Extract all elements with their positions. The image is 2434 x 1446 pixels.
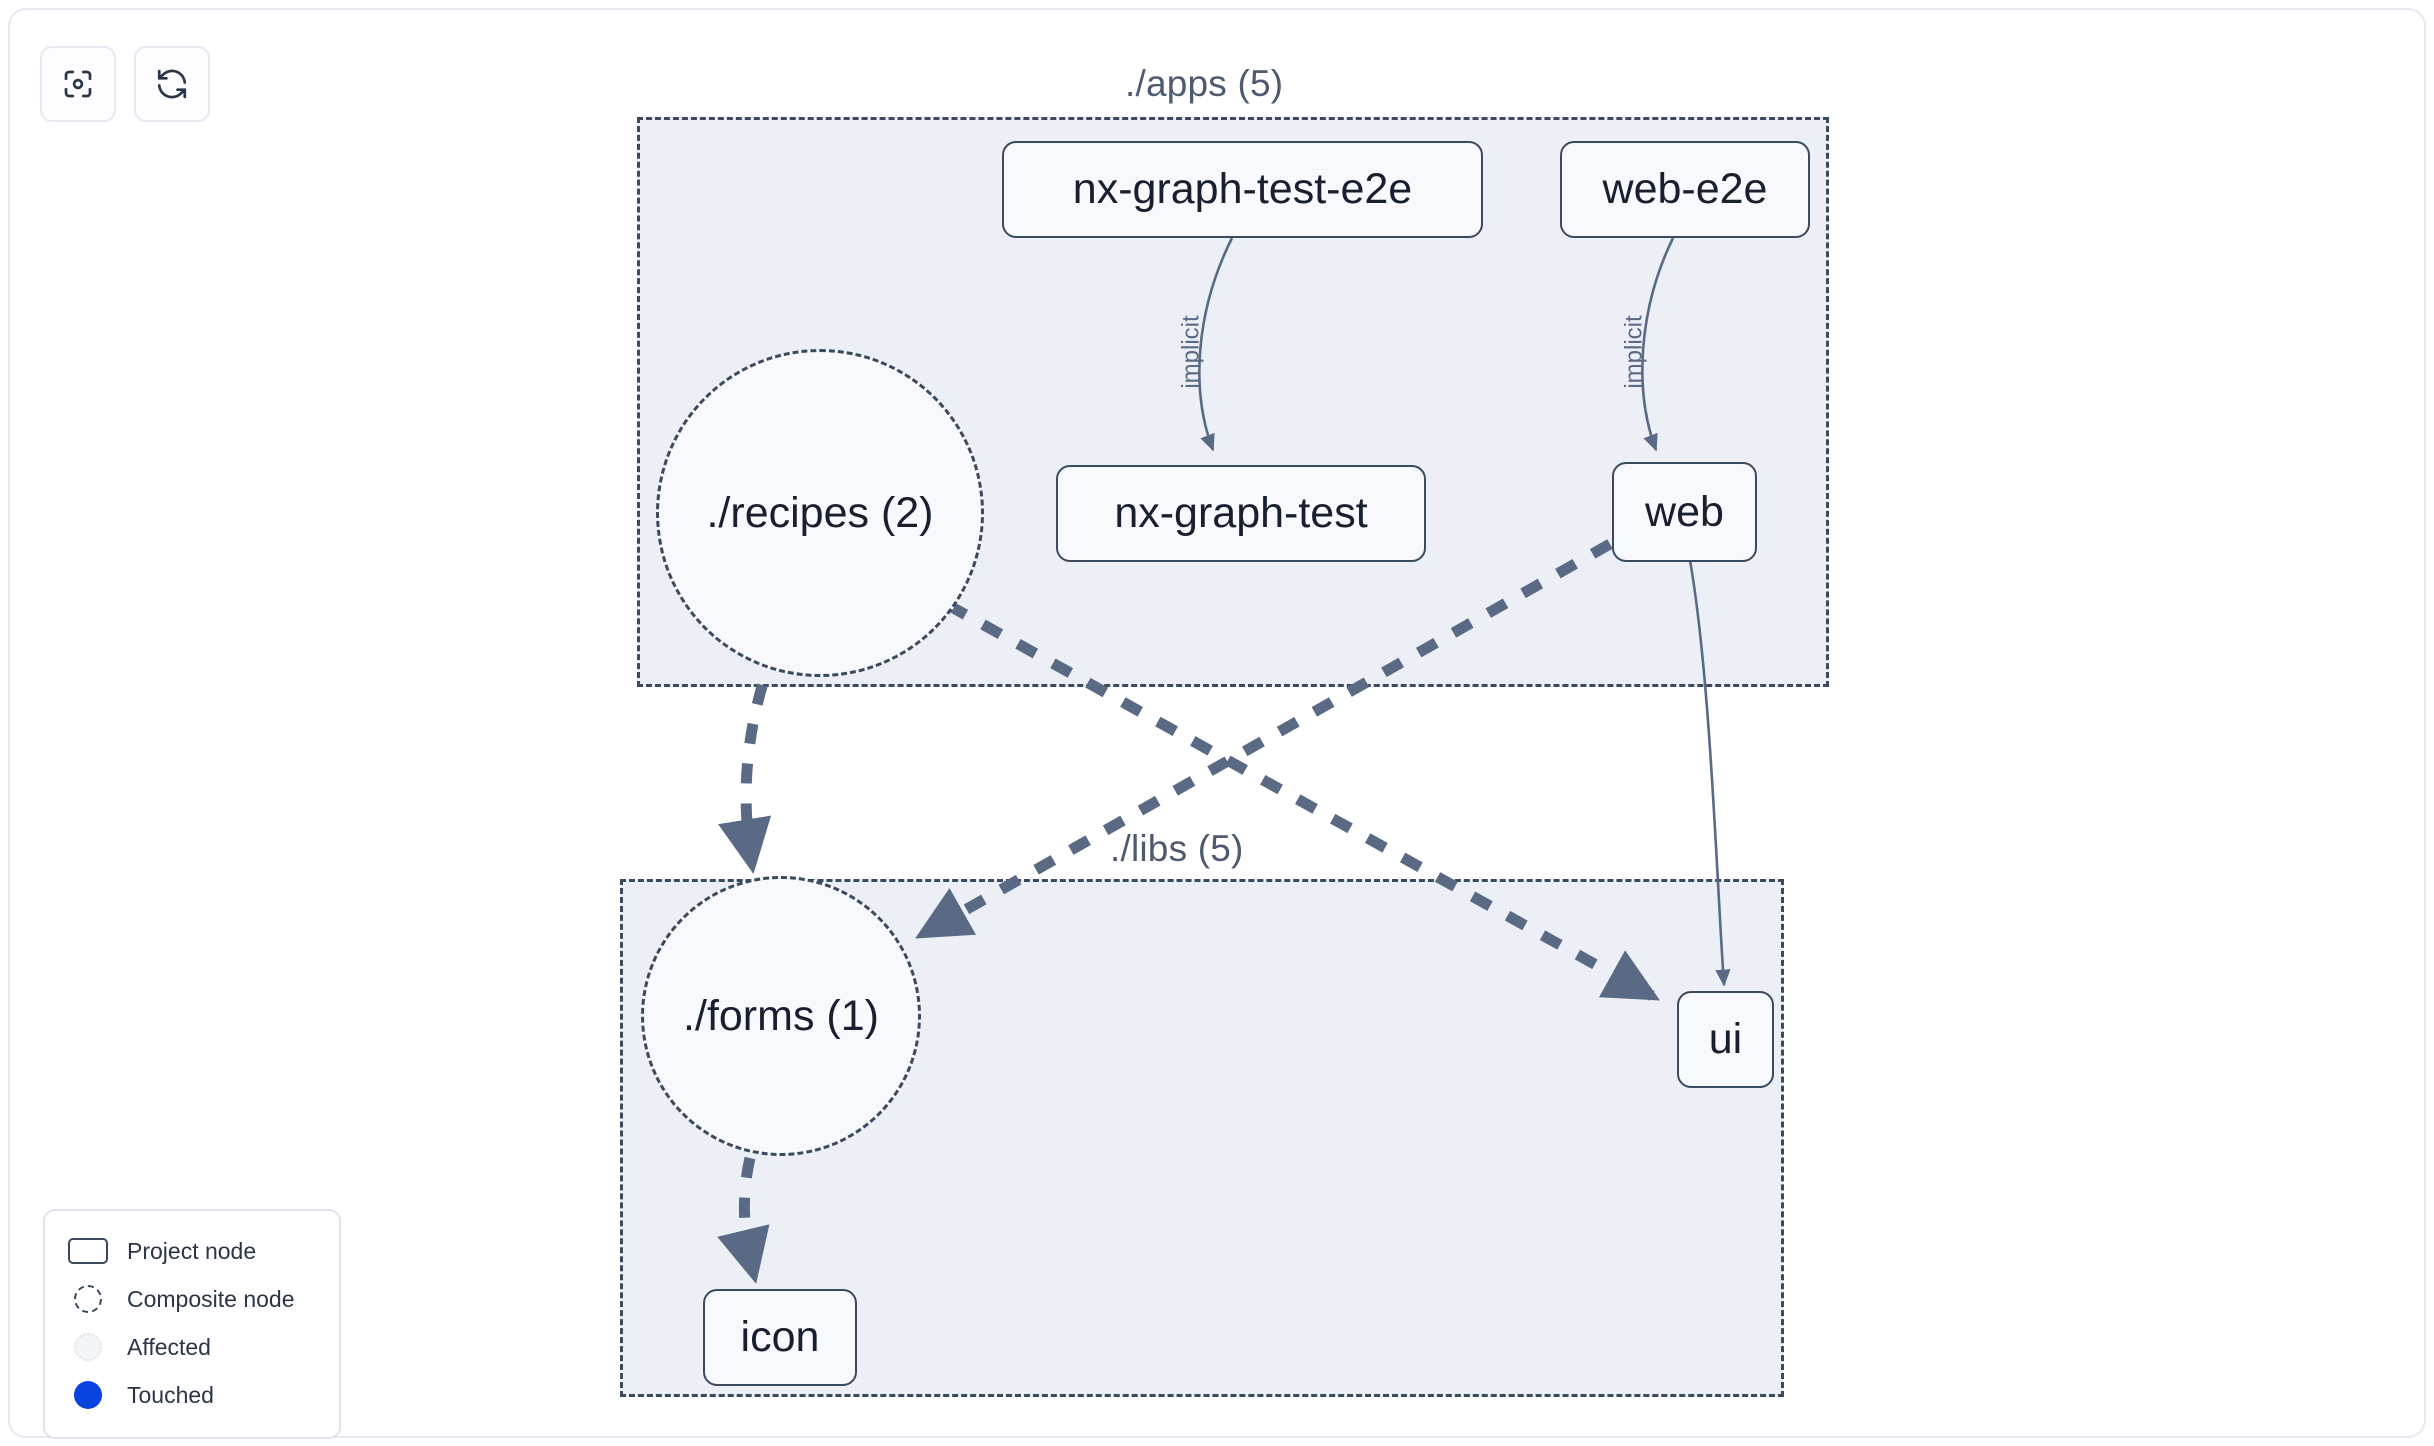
legend-label: Affected	[127, 1333, 211, 1360]
affected-swatch	[65, 1333, 111, 1361]
focus-target-icon	[60, 66, 96, 102]
graph-panel: ./apps (5) ./libs (5)	[8, 8, 2426, 1439]
project-node-label: web	[1645, 487, 1724, 536]
graph-toolbar	[40, 46, 210, 122]
project-node-swatch	[65, 1238, 111, 1264]
project-node-label: icon	[740, 1313, 820, 1361]
project-node-ui[interactable]: ui	[1677, 991, 1774, 1088]
composite-node-forms[interactable]: ./forms (1)	[641, 876, 921, 1156]
legend-item-touched: Touched	[65, 1371, 319, 1419]
composite-node-label: ./recipes (2)	[706, 488, 934, 537]
legend-item-project-node: Project node	[65, 1227, 319, 1275]
composite-node-recipes[interactable]: ./recipes (2)	[656, 349, 984, 677]
legend-label: Composite node	[127, 1285, 295, 1312]
legend-label: Touched	[127, 1381, 214, 1408]
composite-node-swatch	[65, 1285, 111, 1313]
refresh-icon	[154, 66, 190, 102]
touched-swatch	[65, 1381, 111, 1409]
project-node-nx-graph-test-e2e[interactable]: nx-graph-test-e2e	[1002, 141, 1483, 238]
legend-item-composite-node: Composite node	[65, 1275, 319, 1323]
project-node-web-e2e[interactable]: web-e2e	[1560, 141, 1810, 238]
project-node-nx-graph-test[interactable]: nx-graph-test	[1056, 465, 1426, 562]
composite-node-label: ./forms (1)	[683, 991, 879, 1040]
project-node-web[interactable]: web	[1612, 462, 1757, 562]
project-node-icon[interactable]: icon	[703, 1289, 857, 1386]
refresh-graph-button[interactable]	[134, 46, 210, 122]
group-label-libs: ./libs (5)	[1110, 828, 1244, 869]
legend-label: Project node	[127, 1237, 257, 1264]
project-node-label: nx-graph-test	[1114, 489, 1368, 537]
project-node-label: ui	[1708, 1015, 1743, 1063]
project-node-label: nx-graph-test-e2e	[1072, 165, 1413, 213]
focus-graph-button[interactable]	[40, 46, 116, 122]
graph-legend: Project node Composite node Affected Tou…	[43, 1209, 341, 1439]
project-node-label: web-e2e	[1602, 165, 1768, 213]
group-label-apps: ./apps (5)	[1125, 63, 1284, 104]
legend-item-affected: Affected	[65, 1323, 319, 1371]
